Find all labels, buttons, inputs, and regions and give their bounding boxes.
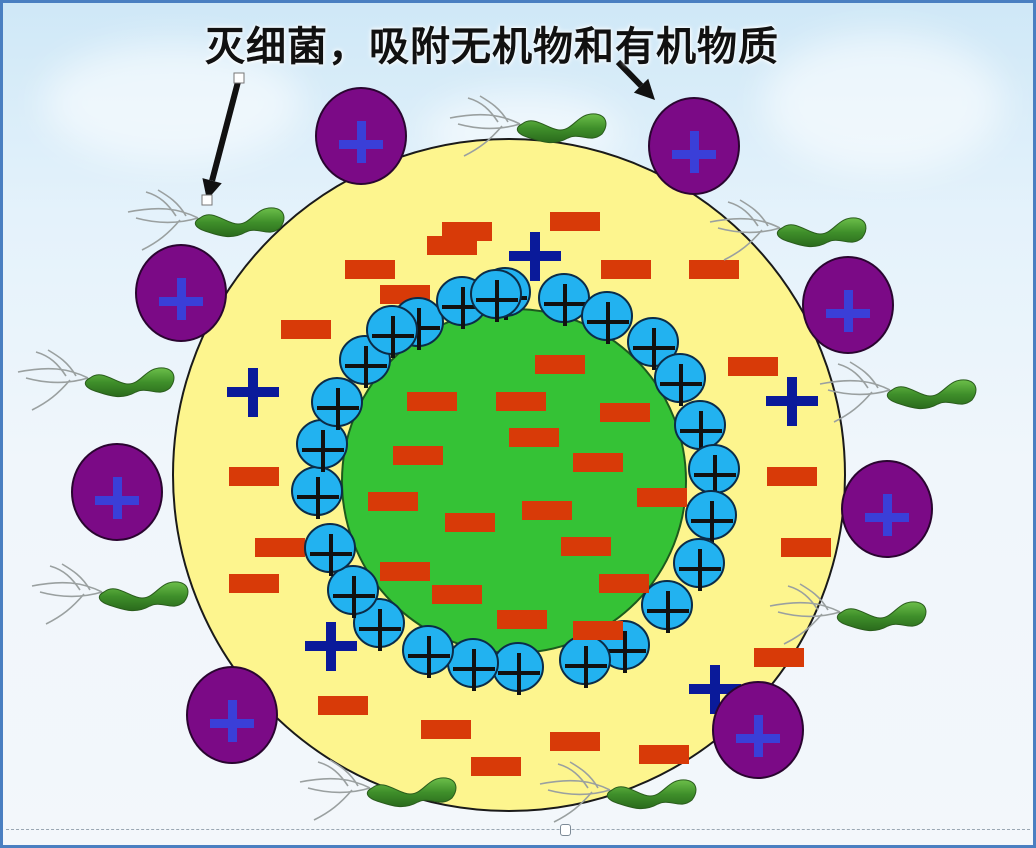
negative-charge-icon — [471, 757, 521, 776]
negative-charge-icon — [600, 403, 650, 422]
cation-bead — [470, 269, 522, 322]
cation-bead — [673, 538, 725, 591]
negative-charge-icon — [561, 537, 611, 556]
negative-charge-icon — [781, 538, 831, 557]
bacteria-group — [17, 95, 977, 823]
negative-charge-icon — [767, 467, 817, 486]
pointer-arrow[interactable] — [201, 72, 245, 206]
title-text: 灭细菌，吸附无机物和有机物质 — [205, 24, 779, 70]
negative-charge-icon — [599, 574, 649, 593]
negative-charge-icon — [573, 453, 623, 472]
negative-charge-icon — [728, 357, 778, 376]
free-cations — [227, 232, 818, 714]
drag-handle — [201, 194, 213, 206]
negative-charge-icon — [573, 621, 623, 640]
colloid-core — [341, 308, 687, 654]
selection-border — [6, 829, 1030, 830]
free-cation-plus-icon — [227, 368, 279, 417]
free-cation-plus-icon — [766, 377, 818, 426]
adsorbed-particle — [135, 244, 227, 342]
cation-bead — [674, 400, 726, 453]
bacterium-icon — [819, 361, 977, 423]
cation-bead — [538, 273, 590, 326]
cloud-decoration — [43, 43, 303, 163]
negative-charge-icon — [637, 488, 687, 507]
negative-charge-icon — [550, 212, 600, 231]
negative-charge-icon — [281, 320, 331, 339]
negative-charge-icon — [432, 585, 482, 604]
outer-negative-charges — [229, 212, 831, 776]
negative-charge-icon — [509, 428, 559, 447]
pointer-arrows[interactable] — [201, 59, 655, 206]
cloud-decoration — [763, 33, 1003, 173]
negative-charge-icon — [368, 492, 418, 511]
bacterium-icon — [299, 759, 457, 821]
bacterium-icon — [31, 563, 189, 625]
adsorbed-particle — [648, 97, 740, 195]
negative-charge-icon — [535, 355, 585, 374]
cation-bead — [402, 625, 454, 678]
bacterium-icon — [709, 199, 867, 261]
negative-charge-icon — [345, 260, 395, 279]
negative-charge-icon — [427, 236, 477, 255]
negative-charge-icon — [445, 513, 495, 532]
bacterium-icon — [769, 583, 927, 645]
cation-bead — [627, 317, 679, 370]
adsorbed-particle — [802, 256, 894, 354]
adsorbed-particle — [712, 681, 804, 779]
cation-bead — [559, 635, 611, 688]
adsorbed-particle — [71, 443, 163, 541]
negative-charge-icon — [601, 260, 651, 279]
cation-bead — [581, 291, 633, 344]
free-cation-plus-icon — [509, 232, 561, 281]
negative-charge-icon — [639, 745, 689, 764]
resize-handle[interactable] — [560, 824, 571, 836]
cation-bead — [366, 305, 418, 358]
negative-charge-icon — [689, 260, 739, 279]
negative-charge-icon — [421, 720, 471, 739]
diagram-title: 灭细菌，吸附无机物和有机物质 — [0, 14, 1036, 72]
bacterium-icon — [539, 761, 697, 823]
negative-charge-icon — [255, 538, 305, 557]
cation-bead — [641, 580, 693, 633]
adsorbed-particle — [841, 460, 933, 558]
cation-bead — [685, 490, 737, 543]
negative-charge-icon — [318, 696, 368, 715]
bacterium-icon — [449, 95, 607, 157]
pointer-arrow[interactable] — [615, 59, 655, 100]
negative-charge-icon — [229, 467, 279, 486]
adsorbed-particle — [186, 666, 278, 764]
bacterium-icon — [17, 349, 175, 411]
negative-charge-icon — [229, 574, 279, 593]
cation-bead — [311, 377, 363, 430]
negative-charge-icon — [522, 501, 572, 520]
cation-bead — [327, 565, 379, 618]
arrowhead-icon — [633, 78, 655, 100]
inner-cation-layer — [291, 267, 740, 695]
negative-charge-icon — [754, 648, 804, 667]
negative-charge-icon — [497, 610, 547, 629]
core-circle — [341, 308, 687, 654]
negative-charge-icon — [407, 392, 457, 411]
cation-bead — [304, 523, 356, 576]
adsorbed-particle — [315, 87, 407, 185]
free-cation-plus-icon — [305, 622, 357, 671]
free-cation-plus-icon — [689, 665, 741, 714]
bacterium-icon — [127, 189, 285, 251]
cation-bead — [654, 353, 706, 406]
negative-charge-icon — [496, 392, 546, 411]
negative-charge-icon — [380, 562, 430, 581]
negative-charge-icon — [550, 732, 600, 751]
drag-handle — [233, 72, 245, 84]
negative-charge-icon — [393, 446, 443, 465]
adsorbed-particles — [71, 87, 933, 779]
